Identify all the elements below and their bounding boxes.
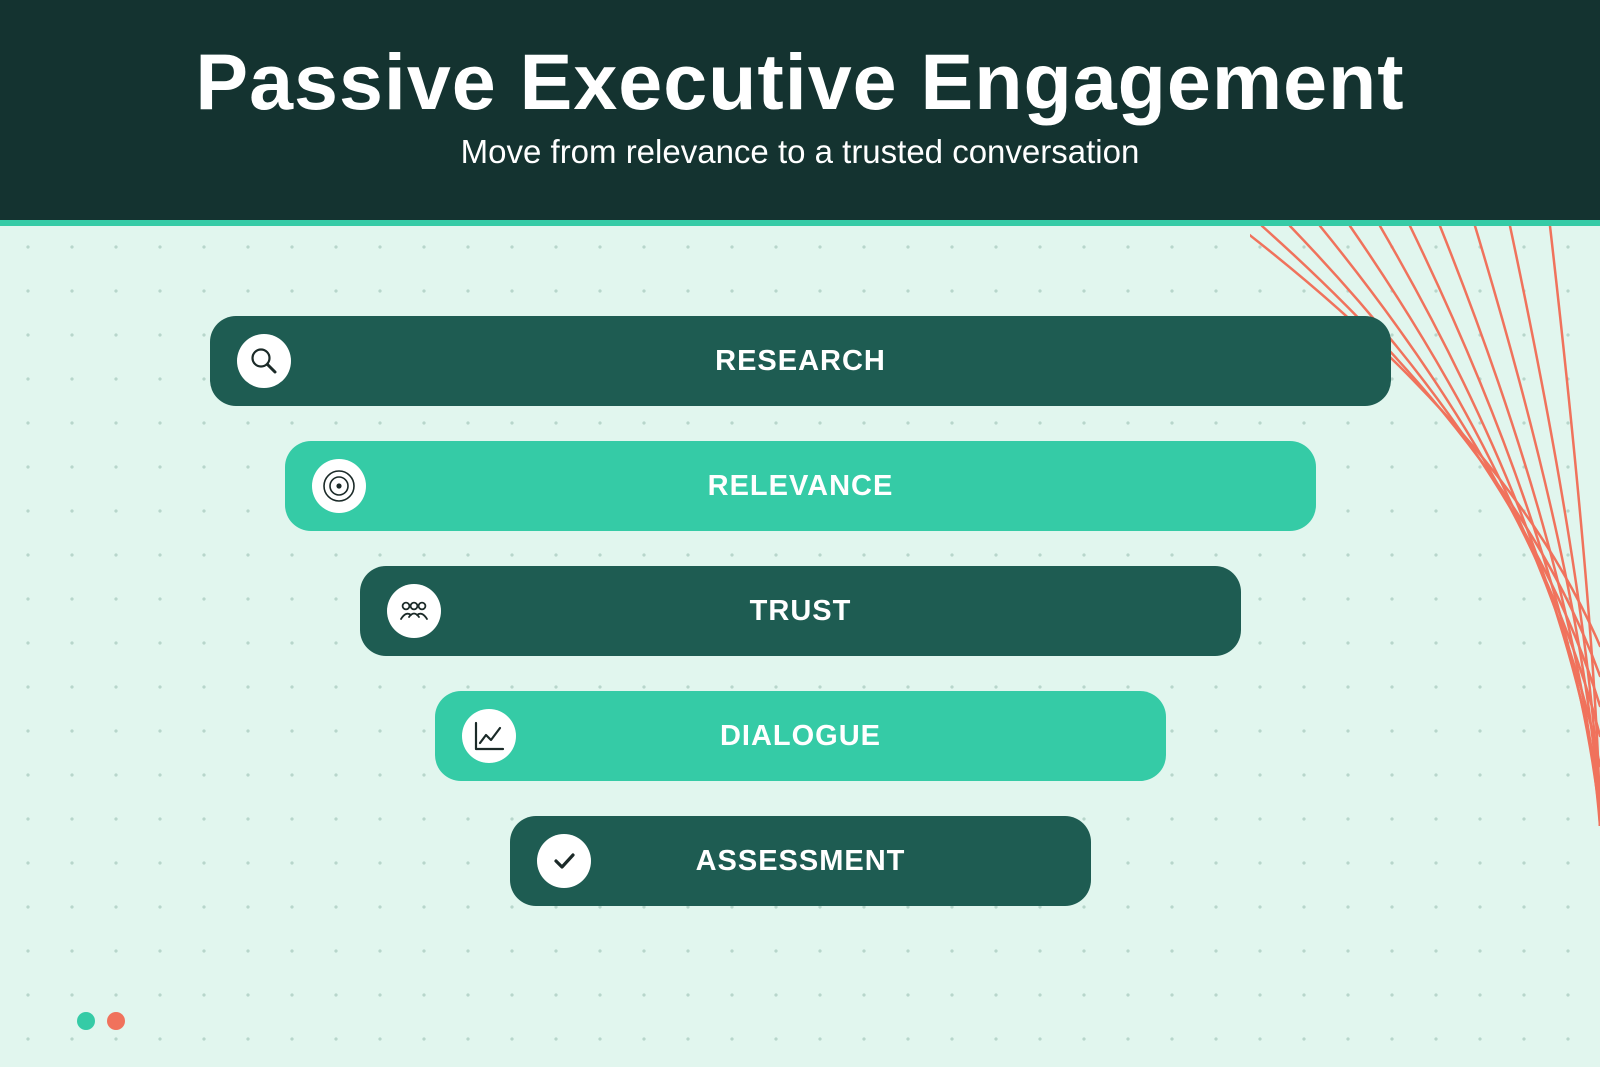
stage-label: ASSESSMENT: [695, 845, 906, 877]
checkmark-icon: [537, 834, 591, 888]
stage-label: RELEVANCE: [707, 470, 894, 502]
people-icon: [387, 584, 441, 638]
stage-label: RESEARCH: [715, 345, 886, 377]
search-icon: [237, 334, 291, 388]
stage-assessment: ASSESSMENT: [510, 816, 1091, 906]
page-subtitle: Move from relevance to a trusted convers…: [460, 133, 1140, 170]
target-icon: [312, 459, 366, 513]
stage-relevance: RELEVANCE: [285, 441, 1316, 531]
header-banner: Passive Executive Engagement Move from r…: [0, 0, 1600, 226]
decorative-lines: [1250, 226, 1600, 826]
stage-trust: TRUST: [360, 566, 1241, 656]
stage-label: TRUST: [749, 595, 852, 627]
stage-dialogue: DIALOGUE: [435, 691, 1166, 781]
page-title: Passive Executive Engagement: [195, 37, 1405, 126]
chart-icon: [462, 709, 516, 763]
decorative-dot-teal: [77, 1012, 95, 1030]
stage-label: DIALOGUE: [719, 720, 882, 752]
decorative-dot-coral: [107, 1012, 125, 1030]
stage-research: RESEARCH: [210, 316, 1391, 406]
